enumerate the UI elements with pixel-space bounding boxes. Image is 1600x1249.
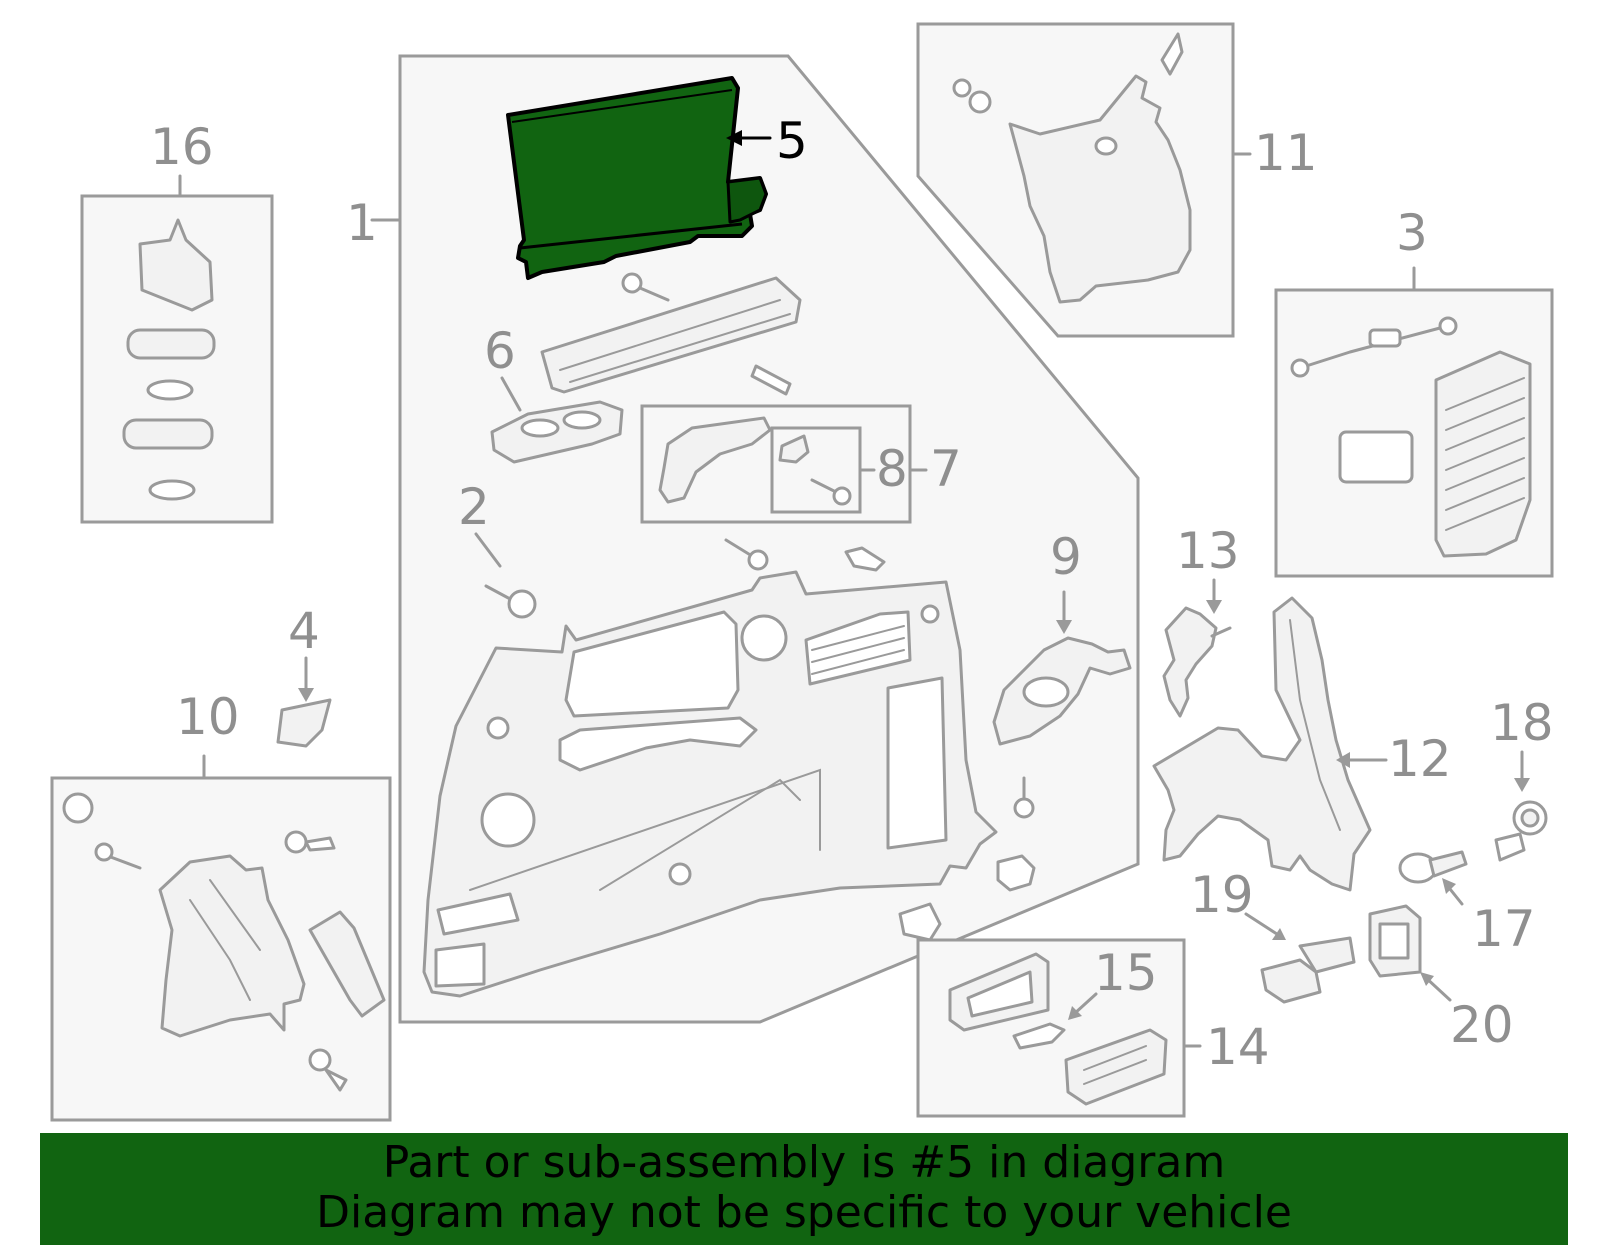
- part-4-clip: [276, 698, 332, 748]
- callout-11: 11: [1254, 124, 1318, 182]
- callout-5: 5: [776, 112, 808, 170]
- callout-2: 2: [458, 478, 490, 536]
- part-3-vent: [1290, 316, 1532, 558]
- callout-6: 6: [484, 322, 516, 380]
- part-18-socket: [1494, 800, 1548, 862]
- part-16-parts: [122, 218, 216, 501]
- part-2-screw: [474, 532, 537, 619]
- callout-9: 9: [1050, 528, 1082, 586]
- quarter-trim-panel: [422, 570, 998, 998]
- part-11-trim: [1008, 32, 1192, 304]
- callout-4: 4: [288, 602, 320, 660]
- part-13-hinge: [1162, 606, 1232, 718]
- part-6-cup-holder: [490, 400, 624, 464]
- callout-8: 8: [876, 440, 908, 498]
- part-15-bulb: [1012, 1022, 1066, 1050]
- screw-1: [621, 272, 670, 302]
- part-8-clip: [778, 434, 852, 506]
- info-banner: Part or sub-assembly is #5 in diagram Di…: [40, 1133, 1568, 1245]
- callout-19: 19: [1190, 866, 1254, 924]
- part-7-handle: [658, 416, 772, 504]
- banner-disclaimer-text: Diagram may not be specific to your vehi…: [316, 1187, 1292, 1238]
- callout-13: 13: [1176, 522, 1240, 580]
- banner-part-text: Part or sub-assembly is #5 in diagram: [382, 1137, 1226, 1188]
- screw-2: [724, 538, 769, 571]
- callout-14: 14: [1206, 1018, 1270, 1076]
- part-14-lamp: [948, 952, 1168, 1106]
- callout-10: 10: [176, 688, 240, 746]
- part-20-bezel: [1368, 904, 1422, 978]
- callout-7: 7: [930, 440, 962, 498]
- callout-15: 15: [1094, 944, 1158, 1002]
- part-5-highlighted[interactable]: [506, 76, 768, 280]
- callout-17: 17: [1472, 900, 1536, 958]
- callout-16: 16: [150, 118, 214, 176]
- callout-3: 3: [1396, 204, 1428, 262]
- part-19-switch: [1260, 936, 1356, 1004]
- callout-20: 20: [1450, 996, 1514, 1054]
- clip-11: [952, 78, 992, 114]
- part-9-bracket: [992, 636, 1132, 746]
- callout-12: 12: [1388, 730, 1452, 788]
- part-10-trim: [62, 792, 386, 1092]
- part-17-plug: [1398, 850, 1468, 884]
- callout-18: 18: [1490, 694, 1554, 752]
- bracket-rail: [540, 276, 802, 394]
- screw-3: [1013, 776, 1035, 819]
- callout-1: 1: [346, 194, 378, 252]
- part-12-bracket: [1152, 596, 1372, 892]
